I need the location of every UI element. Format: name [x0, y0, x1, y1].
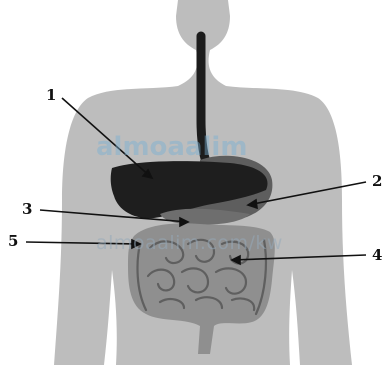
watermark-text: almoaalim.com/kw [96, 232, 283, 254]
label-1: 1 [46, 88, 56, 103]
label-4: 4 [372, 248, 382, 263]
label-3: 3 [22, 202, 32, 217]
watermark-logo: almoaalim [96, 132, 247, 162]
label-5: 5 [8, 234, 18, 249]
label-2: 2 [372, 174, 382, 189]
